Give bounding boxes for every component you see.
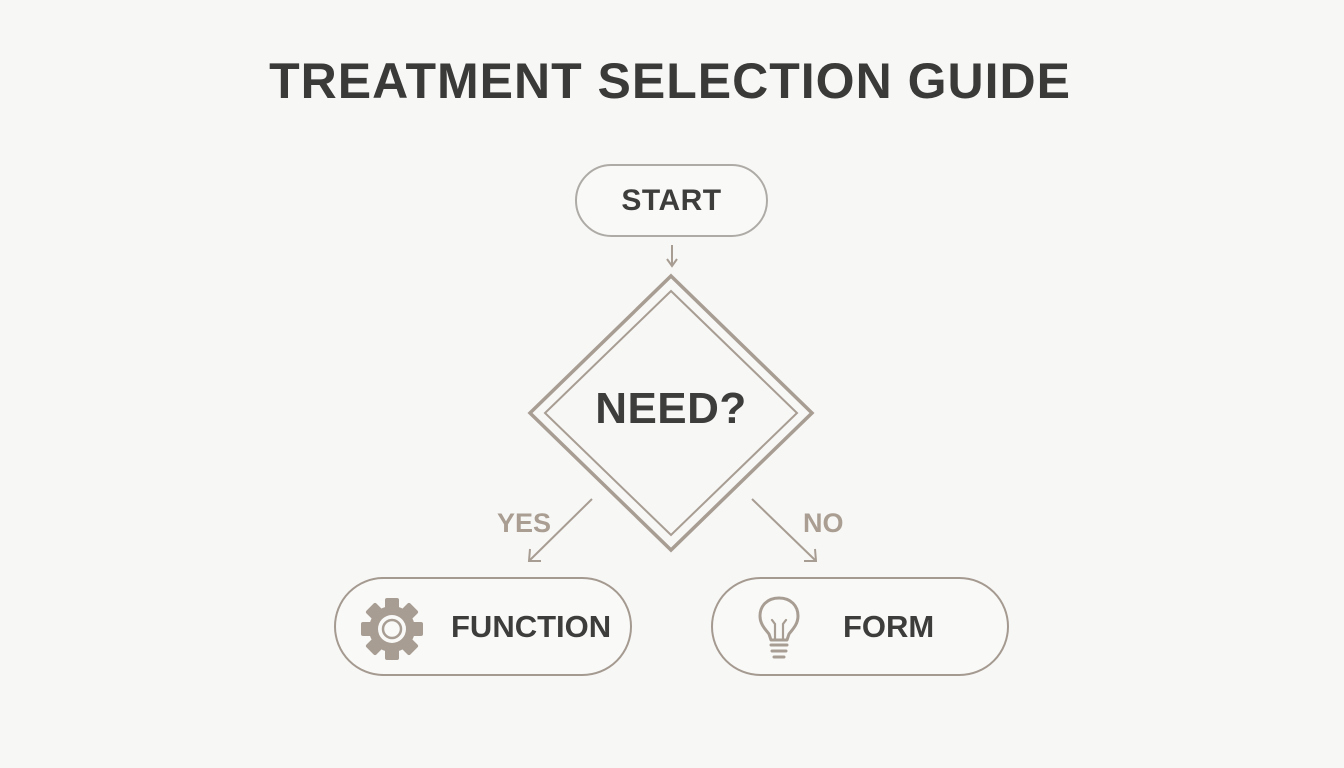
form-node-label: FORM [843,609,935,644]
yes-branch-arrow [527,498,593,562]
function-node-label: FUNCTION [451,609,612,644]
lightbulb-icon [758,596,800,659]
page-title: TREATMENT SELECTION GUIDE [269,53,1071,109]
start-node: START [575,164,768,237]
start-to-decision-arrow [666,245,678,268]
decision-node-label: NEED? [595,384,747,433]
no-branch-arrow [751,498,818,562]
no-branch-label: NO [803,508,844,538]
start-node-label: START [621,183,722,217]
decision-diamond [527,273,815,553]
gear-icon [361,598,423,660]
form-node: FORM [711,577,1009,676]
yes-branch-label: YES [497,508,552,538]
function-node: FUNCTION [334,577,632,676]
